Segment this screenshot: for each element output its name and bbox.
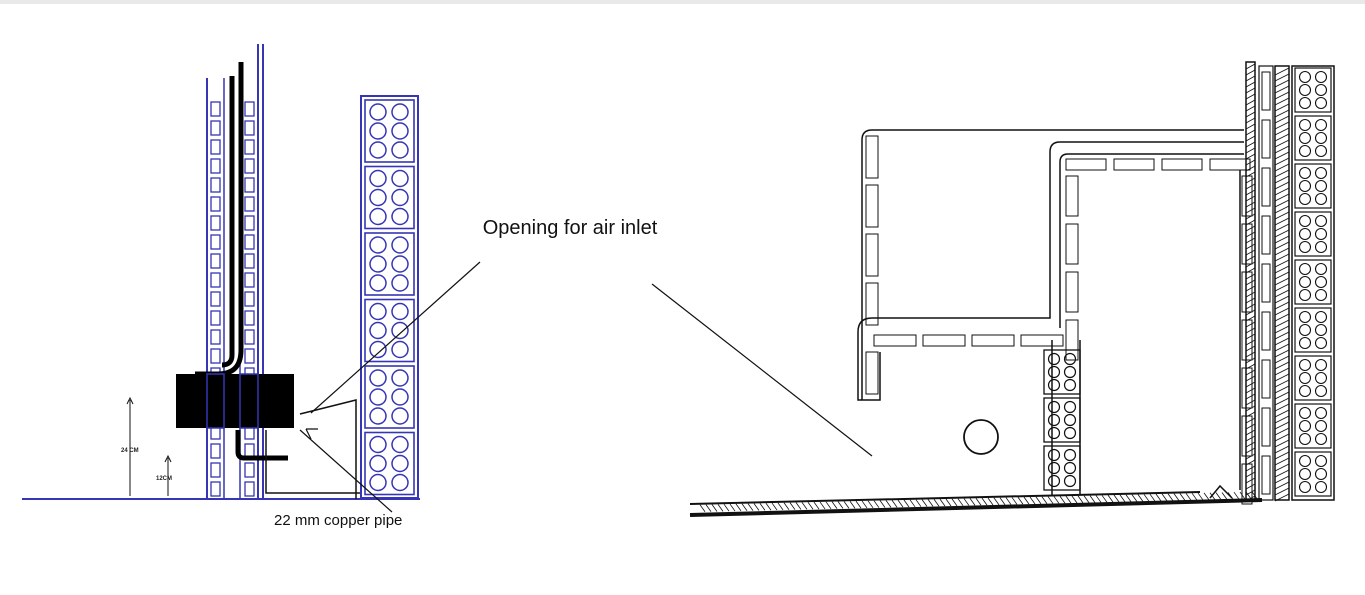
outer-wall [1245,61,1335,502]
duct-wall-cells [865,135,1253,505]
block-stack [1043,349,1081,491]
left-section-drawing [22,44,481,513]
sloped-floor [689,484,1263,517]
right-section-drawing [651,61,1335,517]
wall-cells-right [244,101,255,497]
leader-air-inlet-right [651,283,873,457]
top-border [0,0,1365,4]
copper-pipe-label: 22 mm copper pipe [274,512,403,529]
height-12-label: 12CM [156,476,173,482]
flue-wall [206,44,264,499]
arrow-head [305,428,318,440]
air-inlet-label: Opening for air inlet [482,217,658,239]
duct-outline [857,141,1244,401]
flue-pipe [195,62,244,377]
leader-air-inlet-left [310,261,481,414]
air-inlet-duct [265,399,362,499]
stove-box [176,374,294,428]
copper-pipe [235,430,288,461]
air-inlet-opening [963,419,999,455]
block-column [360,95,419,499]
height-24-label: 24 CM [121,448,139,454]
dimension-arrows [126,396,172,496]
wall-cells-left [210,101,221,497]
duct-top-wall [861,129,1244,400]
leader-copper-pipe [299,429,393,513]
